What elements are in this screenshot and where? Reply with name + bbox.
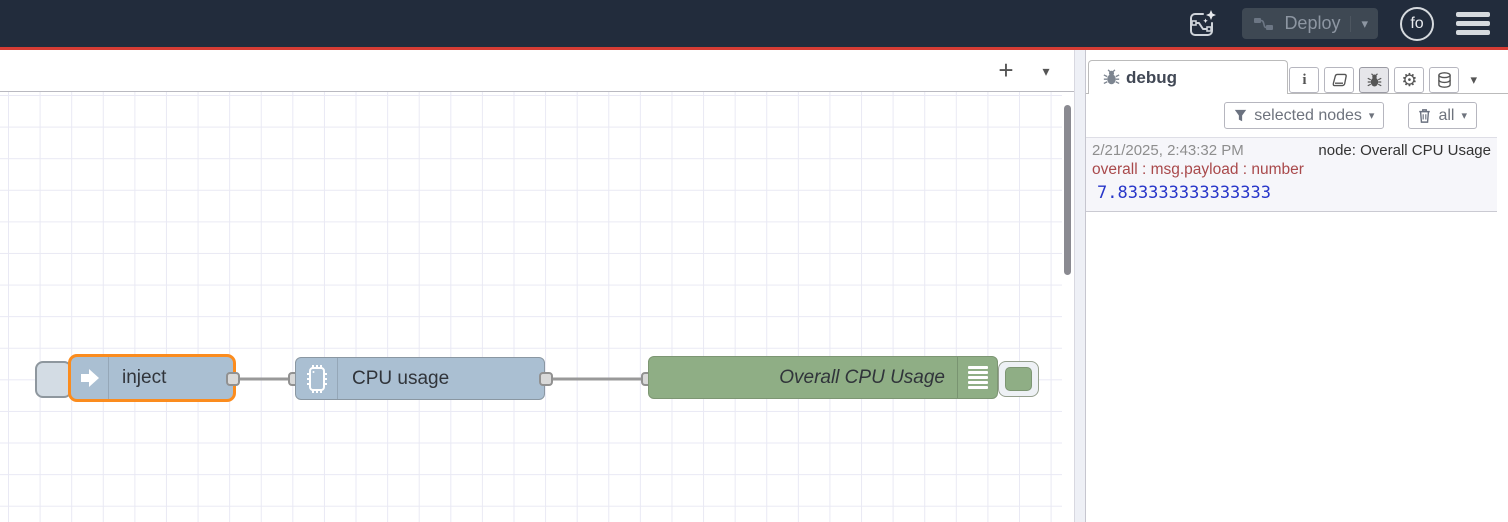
debug-message-meta: 2/21/2025, 2:43:32 PM node: Overall CPU … bbox=[1092, 142, 1491, 159]
deploy-label: Deploy bbox=[1284, 13, 1341, 33]
sidebar-options-icon[interactable]: ▾ bbox=[1470, 72, 1477, 87]
debug-sidebar: debug i ⚙ bbox=[1086, 50, 1508, 522]
bug-icon bbox=[1367, 72, 1382, 86]
config-nodes-button[interactable]: ⚙ bbox=[1394, 67, 1425, 93]
debug-tab-button[interactable] bbox=[1359, 67, 1390, 93]
clear-dropdown-icon: ▾ bbox=[1461, 110, 1467, 122]
app-header: Deploy ▾ fo bbox=[0, 0, 1508, 47]
deploy-nodes-icon bbox=[1254, 17, 1274, 30]
debug-lines-icon bbox=[957, 357, 997, 398]
flow-canvas[interactable]: inject CPU usage Overall CPU Usage bbox=[0, 92, 1062, 522]
database-icon bbox=[1438, 72, 1451, 88]
filter-selected-nodes-button[interactable]: selected nodes ▾ bbox=[1224, 102, 1385, 129]
tab-bar-border bbox=[1086, 93, 1508, 94]
wires-layer bbox=[233, 377, 648, 381]
context-data-button[interactable] bbox=[1429, 67, 1460, 93]
filter-dropdown-icon: ▾ bbox=[1368, 110, 1375, 122]
inject-trigger-button[interactable] bbox=[35, 361, 72, 398]
debug-filter-toolbar: selected nodes ▾ all ▾ bbox=[1086, 94, 1508, 137]
add-flow-button[interactable]: + bbox=[998, 54, 1014, 85]
main-menu-button[interactable] bbox=[1456, 12, 1490, 35]
flow-tab-bar: + ▾ bbox=[0, 50, 1074, 92]
debug-toggle-indicator bbox=[1005, 367, 1032, 391]
scrollbar-thumb[interactable] bbox=[1064, 105, 1071, 275]
sidebar-toolbar: i ⚙ bbox=[1289, 67, 1477, 93]
debug-message-property: overall : msg.payload : number bbox=[1092, 161, 1304, 178]
inject-node-label: inject bbox=[122, 367, 167, 388]
clear-all-button[interactable]: all ▾ bbox=[1408, 102, 1477, 129]
inject-arrow-icon bbox=[71, 357, 109, 399]
debug-enable-toggle[interactable] bbox=[998, 361, 1039, 397]
sidebar-splitter[interactable] bbox=[1074, 50, 1086, 522]
deploy-dropdown-icon[interactable]: ▾ bbox=[1350, 15, 1368, 32]
funnel-icon bbox=[1235, 109, 1247, 122]
clear-scope-label: all bbox=[1438, 106, 1455, 124]
debug-tab-label: debug bbox=[1126, 67, 1177, 87]
gear-icon: ⚙ bbox=[1401, 69, 1418, 90]
node-debug-overall-cpu[interactable]: Overall CPU Usage bbox=[648, 356, 998, 399]
deploy-button[interactable]: Deploy ▾ bbox=[1242, 8, 1378, 39]
accent-stripe bbox=[0, 47, 1508, 50]
cpu-output-port[interactable] bbox=[539, 372, 553, 386]
book-icon bbox=[1333, 73, 1348, 87]
avatar-initials: fo bbox=[1410, 14, 1424, 32]
debug-node-label: Overall CPU Usage bbox=[779, 366, 945, 388]
cpu-node-label: CPU usage bbox=[352, 367, 450, 389]
bug-icon bbox=[1103, 69, 1120, 85]
filter-label: selected nodes bbox=[1254, 106, 1362, 124]
help-tab-button[interactable] bbox=[1324, 67, 1355, 93]
user-avatar[interactable]: fo bbox=[1400, 6, 1434, 41]
flow-list-dropdown-icon[interactable]: ▾ bbox=[1042, 62, 1050, 79]
assistant-flow-icon[interactable] bbox=[1184, 6, 1220, 42]
debug-message-source-node: node: Overall CPU Usage bbox=[1318, 142, 1491, 159]
node-cpu-usage[interactable]: CPU usage bbox=[295, 357, 545, 400]
trash-icon bbox=[1419, 108, 1431, 123]
inject-output-port[interactable] bbox=[226, 372, 240, 386]
chip-icon bbox=[296, 358, 338, 399]
debug-message-timestamp: 2/21/2025, 2:43:32 PM bbox=[1092, 142, 1244, 159]
debug-message-value[interactable]: 7.833333333333333 bbox=[1097, 183, 1271, 203]
sidebar-tab-bar: debug i ⚙ bbox=[1086, 50, 1508, 94]
node-inject[interactable]: inject bbox=[68, 354, 236, 402]
canvas-vertical-scrollbar[interactable] bbox=[1062, 92, 1074, 522]
debug-message[interactable]: 2/21/2025, 2:43:32 PM node: Overall CPU … bbox=[1086, 137, 1497, 212]
info-tab-button[interactable]: i bbox=[1289, 67, 1320, 93]
info-icon: i bbox=[1302, 71, 1307, 88]
hamburger-icon bbox=[1456, 12, 1490, 17]
tab-debug[interactable]: debug bbox=[1088, 60, 1288, 94]
